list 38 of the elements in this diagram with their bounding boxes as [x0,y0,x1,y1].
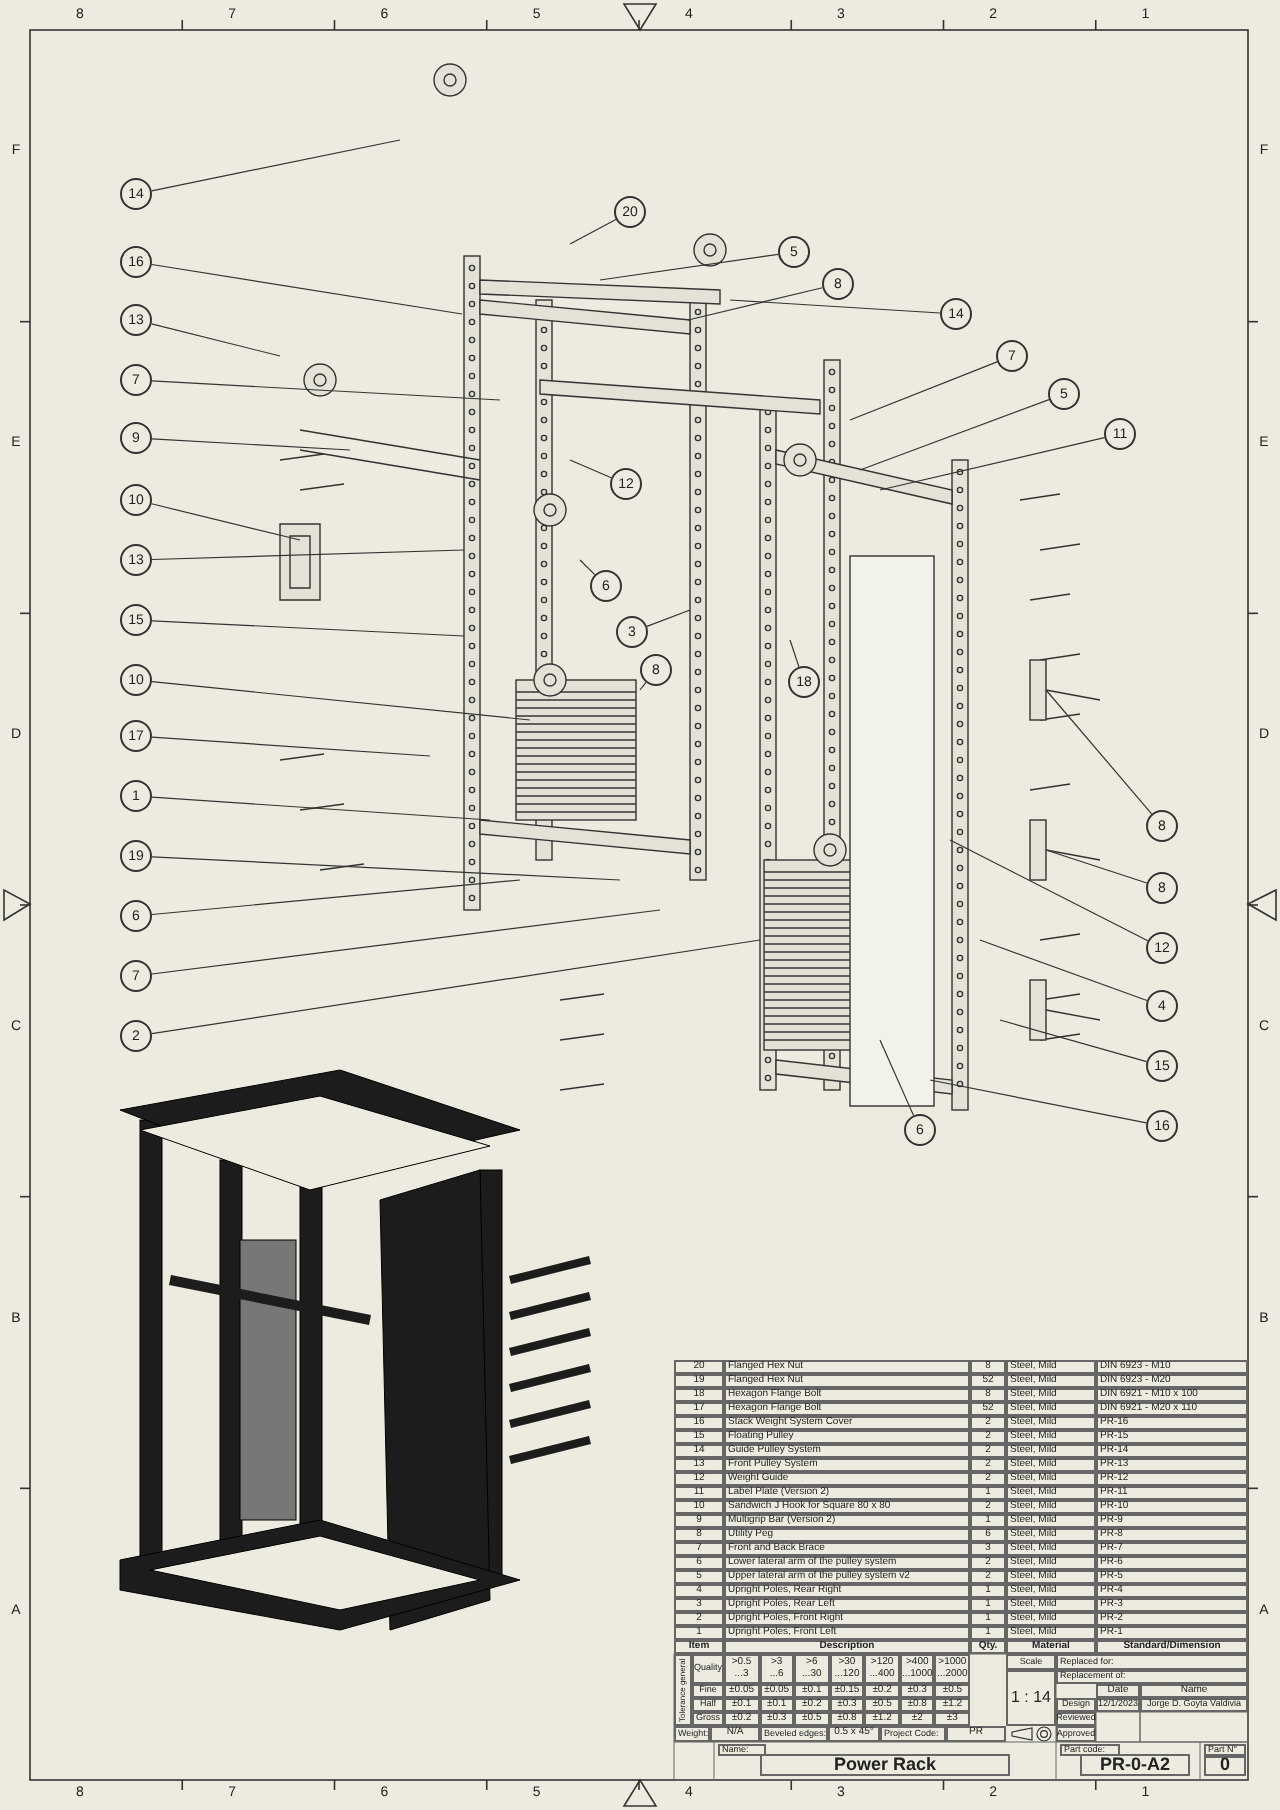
scale-value: 1 : 14 [1006,1670,1056,1726]
leader-line [569,459,612,479]
part-number: 0 [1204,1756,1246,1776]
leader-line [979,939,1148,1002]
leader-line [789,639,800,668]
leader-line [150,323,281,357]
leader-line [929,1079,1147,1124]
part-code: PR-0-A2 [1080,1754,1190,1776]
leader-line [569,218,617,245]
leader-line [639,681,647,691]
leader-line [879,437,1105,491]
leader-line [999,1019,1148,1063]
leader-line [579,559,596,576]
leader-line [687,287,824,321]
leader-line [151,681,531,721]
leader-line [729,299,941,314]
leader-line [151,796,491,821]
leader-line [151,909,661,975]
drawing-title: Power Rack [760,1754,1010,1776]
leader-line [151,380,501,401]
leader-line [849,361,998,421]
leader-line [859,399,1050,471]
leader-line [151,549,465,561]
leader-line [151,879,521,916]
leader-line [151,620,465,637]
leader-line [646,609,691,627]
leader-line [151,939,761,1035]
leader-line [599,253,779,281]
leader-line [151,856,621,881]
leader-line [151,139,401,192]
leader-line [879,1039,915,1116]
leader-line [1045,689,1153,815]
leader-line [151,736,431,757]
leader-line [150,503,301,541]
leader-line [151,263,463,315]
leader-line [949,839,1149,942]
leader-line [1045,849,1148,884]
leader-line [151,438,351,451]
